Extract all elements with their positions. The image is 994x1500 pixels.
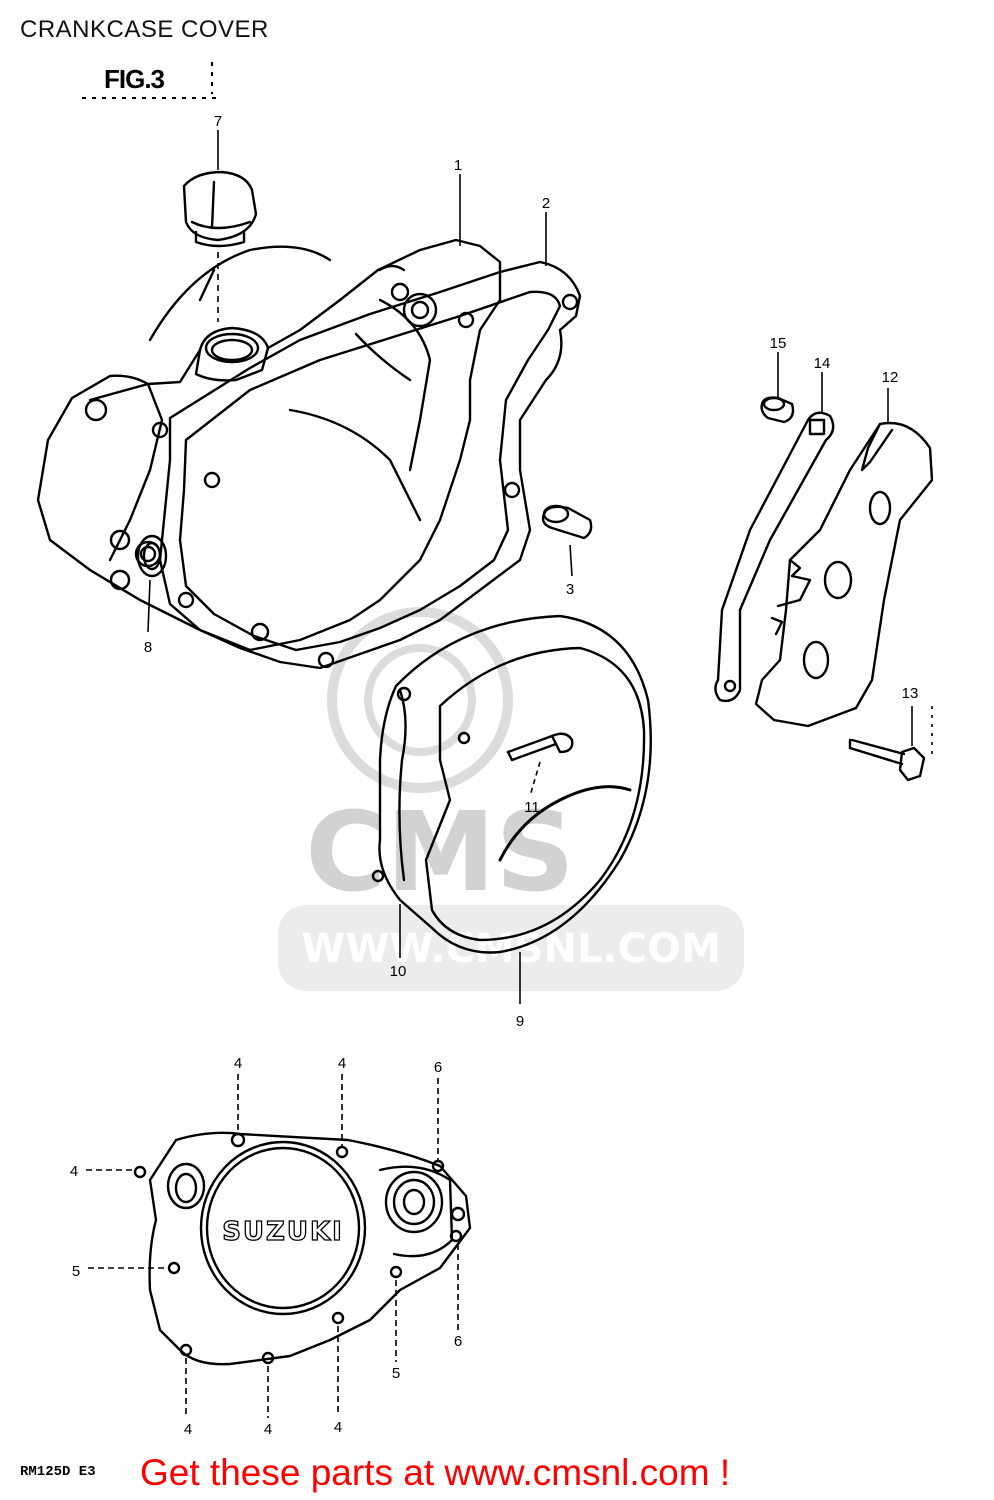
- crankcase-gasket: [158, 260, 582, 670]
- callout-part-15: 15: [770, 335, 787, 352]
- callout-part-12: 12: [882, 369, 899, 386]
- callout-bolt-4-d: 4: [334, 1419, 342, 1436]
- page-title: CRANKCASE COVER: [20, 16, 269, 43]
- callout-part-7: 7: [214, 113, 222, 130]
- callout-screw-5-a: 5: [72, 1263, 80, 1280]
- callout-part-2: 2: [542, 195, 550, 212]
- get-parts-link[interactable]: Get these parts at www.cmsnl.com !: [140, 1452, 731, 1493]
- callout-bolt-4-b: 4: [338, 1055, 346, 1072]
- dowel-pin: [541, 504, 593, 540]
- callout-part-10: 10: [390, 963, 407, 980]
- figure-label: FIG.3: [104, 64, 165, 94]
- callout-bolt-4-c: 4: [70, 1163, 78, 1180]
- watermark-brand: CMS: [305, 788, 574, 916]
- oil-seal: [136, 534, 168, 578]
- clutch-outer-cover: [371, 614, 652, 954]
- hex-bolt: [848, 738, 926, 782]
- callout-part-14: 14: [814, 355, 831, 372]
- callout-bolt-4-a: 4: [234, 1055, 242, 1072]
- callout-bolt-4-e: 4: [184, 1421, 192, 1438]
- callout-part-1: 1: [454, 157, 462, 174]
- bracket-plate: [714, 411, 835, 703]
- callout-bolt-4-f: 4: [264, 1421, 272, 1438]
- collar: [760, 396, 795, 424]
- callout-part-11: 11: [524, 799, 540, 816]
- cmsnl-watermark: CMS WWW.CMSNL.COM: [278, 607, 744, 991]
- callout-part-13: 13: [902, 685, 919, 702]
- model-code: RM125D E3: [20, 1464, 96, 1480]
- assembled-cover-view: [133, 1131, 472, 1366]
- callout-screw-5-b: 5: [392, 1365, 400, 1382]
- callout-bolt-6-b: 6: [454, 1333, 462, 1350]
- crankcase-cover: [36, 238, 502, 652]
- oil-filler-cap: [182, 170, 258, 248]
- callout-part-8: 8: [144, 639, 152, 656]
- callout-bolt-6-a: 6: [434, 1059, 442, 1076]
- cover-emblem: SUZUKI: [222, 1217, 344, 1247]
- callout-part-3: 3: [566, 581, 574, 598]
- side-cover-plate: [754, 421, 934, 728]
- callout-part-9: 9: [516, 1013, 524, 1030]
- cover-screw: [506, 732, 574, 762]
